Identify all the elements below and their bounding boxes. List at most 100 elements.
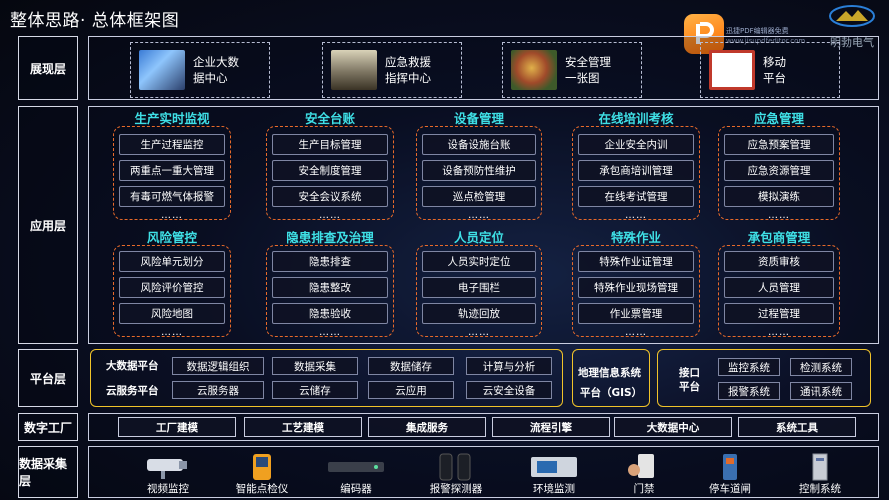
factory-item[interactable]: 工厂建模 <box>118 417 236 437</box>
device-name: 门禁 <box>633 483 655 495</box>
category-item[interactable]: 承包商培训管理 <box>578 160 694 181</box>
alarm-detector-icon <box>406 452 506 482</box>
device-item[interactable]: 智能点检仪 <box>212 450 312 496</box>
platform-bigdata-item[interactable]: 数据储存 <box>368 357 454 375</box>
category-item[interactable]: 风险单元划分 <box>119 251 225 272</box>
platform-cloud-item[interactable]: 云安全设备 <box>466 381 552 399</box>
interface-item[interactable]: 通讯系统 <box>790 382 852 400</box>
category-item[interactable]: 应急预案管理 <box>724 134 834 155</box>
device-item[interactable]: 视频监控 <box>118 450 218 496</box>
interface-item[interactable]: 监控系统 <box>718 358 780 376</box>
category-box <box>113 245 231 337</box>
category-item[interactable]: 风险评价管控 <box>119 277 225 298</box>
bigdata-platform-label: 大数据平台 <box>106 360 159 372</box>
category-item[interactable]: 隐患整改 <box>272 277 388 298</box>
platform-cloud-item[interactable]: 云服务器 <box>172 381 264 399</box>
device-item[interactable]: 停车道闸 <box>680 450 780 496</box>
factory-item[interactable]: 流程引擎 <box>492 417 610 437</box>
device-item[interactable]: 控制系统 <box>770 450 870 496</box>
device-item[interactable]: 门禁 <box>594 450 694 496</box>
category-item[interactable]: 安全会议系统 <box>272 186 388 207</box>
display-card-mobile[interactable]: 移动平台 <box>700 42 840 98</box>
device-item[interactable]: 环境监测 <box>504 450 604 496</box>
display-card-bigdata[interactable]: 企业大数据中心 <box>130 42 270 98</box>
device-item[interactable]: 报警探测器 <box>406 450 506 496</box>
category-box <box>572 245 700 337</box>
collection-layer-box <box>88 446 879 498</box>
ellipsis-more: …… <box>625 210 647 221</box>
interface-platform-box <box>657 349 871 407</box>
emergency-thumbnail <box>331 50 377 90</box>
device-name: 视频监控 <box>147 483 189 495</box>
category-box <box>718 245 840 337</box>
platform-bigdata-item[interactable]: 数据逻辑组织 <box>172 357 264 375</box>
category-item[interactable]: 应急资源管理 <box>724 160 834 181</box>
display-card-line: 移动 <box>763 55 786 69</box>
category-item[interactable]: 电子围栏 <box>422 277 536 298</box>
category-title: 在线培训考核 <box>598 111 674 126</box>
interface-item[interactable]: 报警系统 <box>718 382 780 400</box>
ellipsis-more: …… <box>319 327 341 338</box>
environment-monitor-icon <box>504 452 604 482</box>
ellipsis-more: …… <box>768 327 790 338</box>
display-card-emergency[interactable]: 应急救援指挥中心 <box>322 42 462 98</box>
control-cabinet-icon <box>770 452 870 482</box>
factory-item[interactable]: 系统工具 <box>738 417 856 437</box>
device-name: 停车道闸 <box>709 483 751 495</box>
device-name: 环境监测 <box>533 483 575 495</box>
layer-label-factory: 数字工厂 <box>18 413 78 441</box>
category-item[interactable]: 过程管理 <box>724 303 834 324</box>
category-item[interactable]: 特殊作业现场管理 <box>578 277 694 298</box>
category-item[interactable]: 特殊作业证管理 <box>578 251 694 272</box>
ellipsis-more: …… <box>625 327 647 338</box>
category-item[interactable]: 企业安全内训 <box>578 134 694 155</box>
page-title: 整体思路· 总体框架图 <box>10 11 180 31</box>
device-item[interactable]: 编码器 <box>306 450 406 496</box>
gis-platform-box[interactable] <box>572 349 650 407</box>
device-name: 编码器 <box>340 483 372 495</box>
category-item[interactable]: 两重点一重大管理 <box>119 160 225 181</box>
gis-platform-label-2: 平台（GIS） <box>580 387 643 399</box>
category-item[interactable]: 作业票管理 <box>578 303 694 324</box>
category-item[interactable]: 生产目标管理 <box>272 134 388 155</box>
category-item[interactable]: 巡点检管理 <box>422 186 536 207</box>
category-item[interactable]: 有毒可燃气体报警 <box>119 186 225 207</box>
interface-platform-label-2: 平台 <box>679 381 700 393</box>
category-item[interactable]: 资质审核 <box>724 251 834 272</box>
category-item[interactable]: 风险地图 <box>119 303 225 324</box>
watermark: 迅捷PDF编辑器免费 www.jisupdfeditor.com <box>726 26 805 46</box>
ellipsis-more: …… <box>319 210 341 221</box>
category-title: 隐患排查及治理 <box>286 230 374 245</box>
category-title: 应急管理 <box>753 111 804 126</box>
factory-item[interactable]: 集成服务 <box>368 417 486 437</box>
ellipsis-more: …… <box>468 210 490 221</box>
category-item[interactable]: 轨迹回放 <box>422 303 536 324</box>
factory-item[interactable]: 工艺建模 <box>244 417 362 437</box>
category-item[interactable]: 安全制度管理 <box>272 160 388 181</box>
category-item[interactable]: 人员管理 <box>724 277 834 298</box>
category-item[interactable]: 生产过程监控 <box>119 134 225 155</box>
category-item[interactable]: 模拟演练 <box>724 186 834 207</box>
pdf-p-icon <box>696 22 714 44</box>
display-card-safety-map[interactable]: 安全管理一张图 <box>502 42 642 98</box>
platform-bigdata-item[interactable]: 计算与分析 <box>466 357 552 375</box>
interface-item[interactable]: 检测系统 <box>790 358 852 376</box>
gis-platform-label-1: 地理信息系统 <box>578 367 641 379</box>
platform-cloud-item[interactable]: 云储存 <box>272 381 358 399</box>
category-item[interactable]: 设备设施台账 <box>422 134 536 155</box>
watermark-line-1: 迅捷PDF编辑器免费 <box>726 27 789 35</box>
brand-logo: 明勃电气 <box>822 4 882 50</box>
inspection-device-icon <box>212 452 312 482</box>
display-card-line: 安全管理 <box>565 55 611 69</box>
platform-bigdata-item[interactable]: 数据采集 <box>272 357 358 375</box>
factory-item[interactable]: 大数据中心 <box>614 417 732 437</box>
category-title: 安全台账 <box>304 111 355 126</box>
display-card-line: 应急救援 <box>385 55 431 69</box>
category-item[interactable]: 在线考试管理 <box>578 186 694 207</box>
platform-cloud-item[interactable]: 云应用 <box>368 381 454 399</box>
category-item[interactable]: 隐患验收 <box>272 303 388 324</box>
category-item[interactable]: 隐患排查 <box>272 251 388 272</box>
category-item[interactable]: 人员实时定位 <box>422 251 536 272</box>
category-item[interactable]: 设备预防性维护 <box>422 160 536 181</box>
mobile-thumbnail <box>709 50 755 90</box>
